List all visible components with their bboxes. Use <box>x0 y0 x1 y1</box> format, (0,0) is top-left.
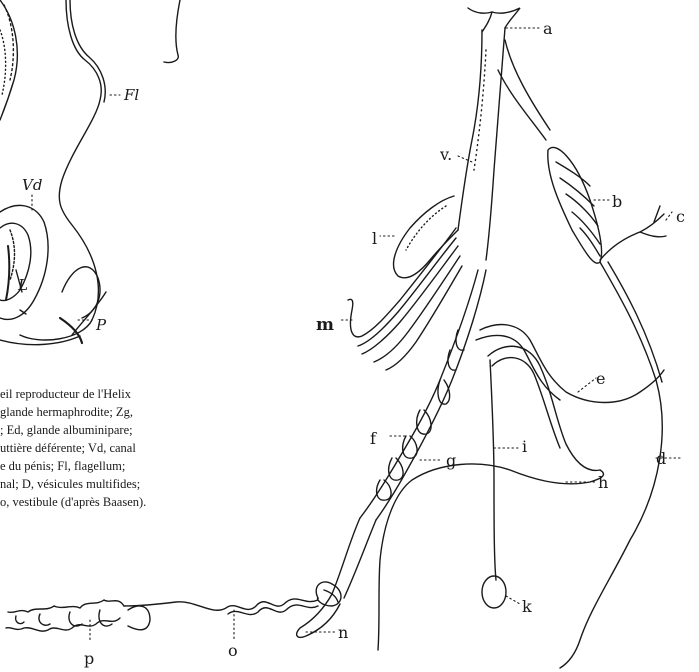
vas-deferens-loops <box>0 205 48 319</box>
caption-line: uttière déférente; Vd, canal <box>0 439 232 457</box>
label-e: e <box>596 369 605 388</box>
label-fl: Fl <box>123 86 139 104</box>
label-h: h <box>598 473 608 492</box>
duct-i <box>490 360 496 580</box>
vesicle-cluster-fg <box>360 270 478 518</box>
label-a: a <box>543 19 553 38</box>
label-c: c <box>676 207 685 226</box>
label-p: p <box>84 649 94 668</box>
duct-n <box>297 518 360 637</box>
label-o: o <box>228 641 238 660</box>
label-k: k <box>522 597 532 616</box>
frilled-organ-p <box>8 600 124 612</box>
main-duct <box>458 30 482 230</box>
leader-lines <box>32 28 680 642</box>
left-thin-vessel <box>164 0 180 63</box>
figure-caption: eil reproducteur de l'Helix glande herma… <box>0 385 232 511</box>
bulb-k <box>482 576 506 608</box>
label-p-left: P <box>95 316 107 334</box>
atrium-funnel <box>468 8 520 28</box>
left-coiled-organ <box>0 0 17 120</box>
label-l-left: L <box>17 276 28 294</box>
flagellum-tube <box>20 0 101 340</box>
caption-line: nal; D, vésicules multifides; <box>0 475 232 493</box>
label-n: n <box>338 623 348 642</box>
label-vd: Vd <box>22 176 42 194</box>
label-g: g <box>446 451 456 470</box>
right-main-figure <box>6 8 666 668</box>
caption-line: o, vestibule (d'après Baasen). <box>0 493 232 511</box>
label-b: b <box>612 192 622 211</box>
label-i: i <box>522 437 527 456</box>
duct-d <box>560 262 662 668</box>
caption-line: glande hermaphrodite; Zg, <box>0 403 232 421</box>
coiled-duct-o <box>124 599 318 610</box>
label-v: v. <box>439 145 452 164</box>
label-m: m <box>316 315 334 335</box>
caption-line: eil reproducteur de l'Helix <box>0 385 232 403</box>
label-f: f <box>370 429 377 448</box>
caption-line: e du pénis; Fl, flagellum; <box>0 457 232 475</box>
receptaculum-l <box>394 196 458 278</box>
caption-line: ; Ed, glande albuminipare; <box>0 421 232 439</box>
label-d: d <box>656 449 666 468</box>
label-l: l <box>372 229 377 248</box>
